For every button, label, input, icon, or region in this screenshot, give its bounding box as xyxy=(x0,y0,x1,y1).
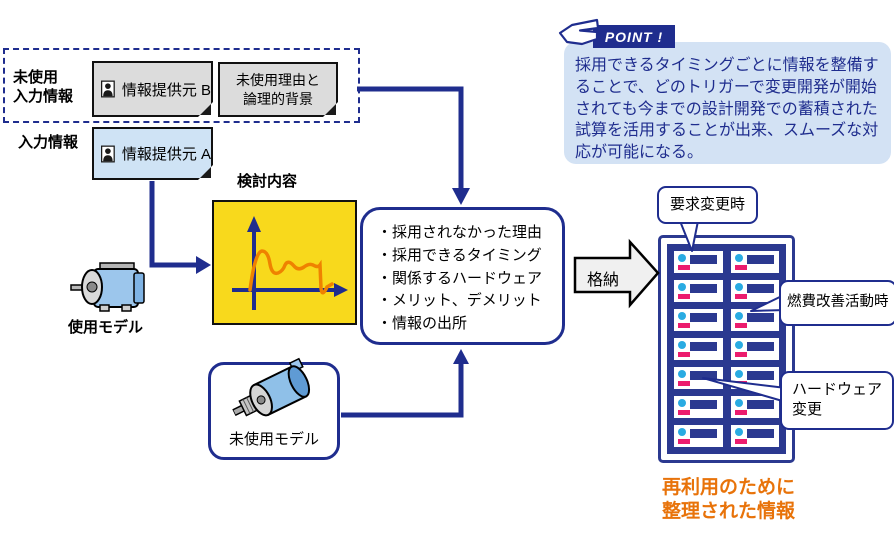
list-item: ・採用できるタイミング xyxy=(377,246,542,264)
cyan-dot-icon xyxy=(734,312,743,320)
cyan-dot-icon xyxy=(678,341,686,349)
cyan-dot-icon xyxy=(678,254,686,262)
unused-model-motor-icon xyxy=(224,354,325,438)
cyan-dot-icon xyxy=(678,283,686,291)
navy-bar xyxy=(690,342,717,351)
magenta-bar xyxy=(678,410,690,415)
cyan-dot-icon xyxy=(734,341,743,349)
navy-bar xyxy=(746,429,774,438)
navy-bar xyxy=(746,313,774,322)
callout-requirement-change: 要求変更時 xyxy=(657,186,759,225)
list-item: ・採用されなかった理由 xyxy=(377,224,543,241)
magenta-bar xyxy=(734,439,747,444)
cyan-dot-icon xyxy=(734,399,743,407)
info-card xyxy=(674,338,723,360)
navy-bar xyxy=(690,371,717,380)
storage-grid xyxy=(667,244,786,454)
info-card xyxy=(674,396,723,418)
info-card xyxy=(730,396,779,418)
info-card xyxy=(674,367,723,389)
magenta-bar xyxy=(734,381,747,386)
unused-reason-label: 未使用理由と 論理的背景 xyxy=(236,72,320,107)
point-body-text: 採用できるタイミングごとに情報を整備することで、どのトリガーで変更開発が開始され… xyxy=(575,57,879,161)
list-item: ・情報の出所 xyxy=(377,315,468,333)
cyan-dot-icon xyxy=(734,283,743,291)
magenta-bar xyxy=(734,323,747,328)
unused-model-label: 未使用モデル xyxy=(228,431,319,448)
arrow-unusedgroup-to-centerbox xyxy=(357,86,464,190)
navy-bar xyxy=(746,371,774,380)
info-card xyxy=(730,338,779,360)
info-card xyxy=(730,251,779,273)
navy-bar xyxy=(690,429,717,438)
info-card xyxy=(674,425,723,447)
cyan-dot-icon xyxy=(678,370,686,378)
info-card xyxy=(674,280,723,302)
person-icon xyxy=(101,145,115,162)
callout-fuel-improvement: 燃費改善活動時 xyxy=(779,280,894,326)
storage-frame xyxy=(658,235,795,463)
cyan-dot-icon xyxy=(734,370,743,378)
magenta-bar xyxy=(678,323,690,328)
cyan-dot-icon xyxy=(734,428,743,436)
person-icon xyxy=(101,80,115,98)
list-item: ・メリット、デメリット xyxy=(377,292,542,310)
navy-bar xyxy=(690,400,717,409)
review-label: 検討内容 xyxy=(237,173,298,190)
info-card xyxy=(730,425,779,447)
callout-hardware-change: ハードウェア 変更 xyxy=(780,371,894,430)
magenta-bar xyxy=(734,265,747,270)
graph-icon xyxy=(232,216,348,310)
arrow-unusedmodel-to-centerbox xyxy=(341,362,464,418)
cyan-dot-icon xyxy=(734,254,743,262)
cyan-dot-icon xyxy=(678,312,686,320)
point-badge: POINT ! xyxy=(593,25,675,48)
point-callout-panel xyxy=(564,42,891,164)
info-card xyxy=(730,367,779,389)
recorded-items-box: ・採用されなかった理由 ・採用できるタイミング ・関係するハードウェア ・メリッ… xyxy=(360,207,565,345)
navy-bar xyxy=(690,255,717,264)
info-source-a-label: 情報提供元 A xyxy=(121,146,211,163)
info-card xyxy=(730,309,779,331)
list-item: ・関係するハードウェア xyxy=(377,269,543,287)
unused-model-box: 未使用モデル xyxy=(208,357,340,460)
review-chart-box xyxy=(212,200,357,325)
unused-reason-card: 未使用理由と 論理的背景 xyxy=(218,62,338,117)
used-model-motor-icon xyxy=(70,262,145,312)
pointing-hand-icon xyxy=(558,18,600,46)
cyan-dot-icon xyxy=(678,399,686,407)
magenta-bar xyxy=(734,410,747,415)
cyan-dot-icon xyxy=(678,428,686,436)
magenta-bar xyxy=(678,352,690,357)
store-arrow-label: 格納 xyxy=(586,272,619,289)
info-source-a-card: 情報提供元 A xyxy=(92,127,213,180)
magenta-bar xyxy=(678,381,690,386)
navy-bar xyxy=(746,400,774,409)
unused-input-group-label: 未使用 入力情報 xyxy=(13,69,74,105)
info-card xyxy=(674,309,723,331)
info-source-b-card: 情報提供元 B xyxy=(92,61,213,117)
magenta-bar xyxy=(678,439,690,444)
used-model-label: 使用モデル xyxy=(68,319,144,336)
navy-bar xyxy=(690,284,717,293)
input-label: 入力情報 xyxy=(18,134,79,151)
navy-bar xyxy=(746,255,774,264)
unused-input-group-frame xyxy=(3,48,360,123)
arrowhead-up-icon xyxy=(453,349,469,364)
info-card xyxy=(730,280,779,302)
magenta-bar xyxy=(734,352,747,357)
magenta-bar xyxy=(678,294,690,299)
navy-bar xyxy=(746,284,774,293)
navy-bar xyxy=(690,313,717,322)
magenta-bar xyxy=(734,294,747,299)
storage-caption: 再利用のために 整理された情報 xyxy=(662,477,796,522)
navy-bar xyxy=(746,342,774,351)
magenta-bar xyxy=(678,265,690,270)
info-source-b-label: 情報提供元 B xyxy=(121,81,211,99)
arrow-sourcea-to-review xyxy=(149,181,197,268)
arrowhead-down-icon xyxy=(452,188,470,205)
info-card xyxy=(674,251,723,273)
arrowhead-right-icon xyxy=(196,256,211,274)
